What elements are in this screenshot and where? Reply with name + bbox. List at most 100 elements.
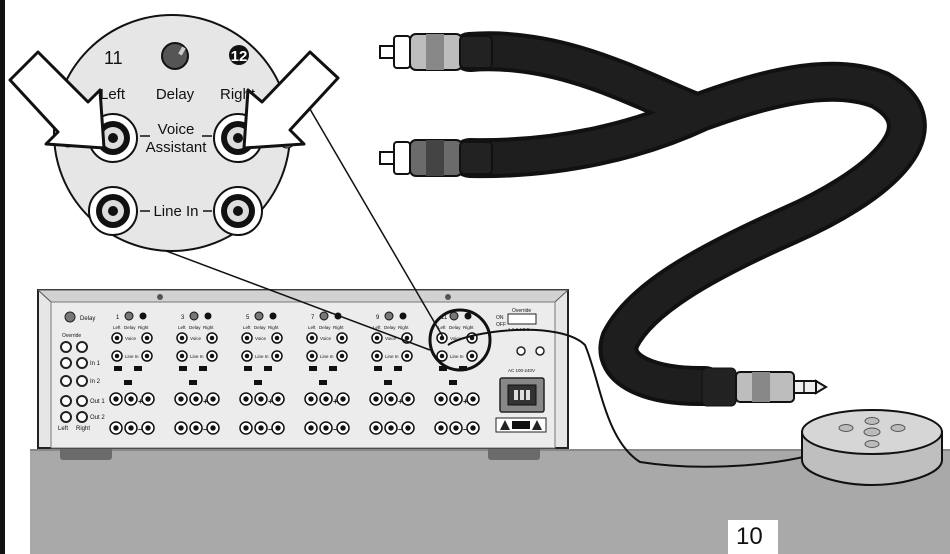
zone-voice-label: Voice (190, 336, 202, 341)
zone-delay-knob (384, 311, 394, 321)
zone-voice-left-jack-center (114, 335, 120, 341)
zone-speaker-terminal-a-center (308, 396, 314, 402)
zone-line-in-right-jack-center (404, 353, 410, 359)
panel-in1-label: In 1 (90, 361, 101, 367)
zone-right-label: Right (203, 325, 214, 330)
zone-delay-label: Delay (384, 325, 396, 330)
panel-out2-label: Out 2 (90, 415, 105, 421)
zone-voice-label: Voice (385, 336, 397, 341)
zone-speaker-terminal-f-center (210, 425, 216, 431)
zone-speaker-terminal-e-center (258, 425, 264, 431)
zone-speaker-terminal-c-center (470, 396, 476, 402)
zone-line-in-right-jack-center (209, 353, 215, 359)
zone-switch-b (264, 366, 272, 371)
zone-speaker-terminal-e-center (128, 425, 134, 431)
zone-right-label: Right (463, 325, 474, 330)
zone-switch-a (114, 366, 122, 371)
mini-plug (701, 367, 828, 407)
zone-plus-sign: + (398, 397, 403, 406)
zone-plus-sign: + (463, 397, 468, 406)
smart-speaker (801, 409, 943, 487)
zone-right-badge (139, 312, 147, 320)
zone-right-badge (464, 312, 472, 320)
zone-speaker-terminal-f-center (405, 425, 411, 431)
zone-left-label: Left (308, 325, 316, 330)
zone-delay-label: Delay (319, 325, 331, 330)
panel-delay-label: Delay (80, 316, 95, 322)
zone-minus-sign: – (268, 425, 273, 434)
zone-delay-label: Delay (124, 325, 136, 330)
audio-cable (454, 35, 923, 403)
zone-delay-knob (254, 311, 264, 321)
zone-switch-a (244, 366, 252, 371)
zone-line-in-right-jack-center (274, 353, 280, 359)
zone-voice-label: Voice (320, 336, 332, 341)
zone-line-in-right-jack-center (339, 353, 345, 359)
zone-speaker-terminal-a-center (113, 396, 119, 402)
zone-speaker-terminal-f-center (275, 425, 281, 431)
zone-speaker-terminal-c-center (275, 396, 281, 402)
zone-speaker-terminal-b-center (258, 396, 264, 402)
zone-line-in-left-jack-center (114, 353, 120, 359)
zone-minus-sign: – (463, 425, 468, 434)
zone-voice-right-jack-center (144, 335, 150, 341)
zone-speaker-terminal-a-center (438, 396, 444, 402)
rear-controls (516, 346, 545, 356)
zone-voice-left-jack-center (374, 335, 380, 341)
zone-voice-label: Voice (450, 336, 462, 341)
rca-plug-top (379, 33, 493, 71)
zone-speaker-terminal-d-center (243, 425, 249, 431)
zoom-delay-label: Delay (156, 86, 195, 103)
zone-switch-b (329, 366, 337, 371)
zone-speaker-terminal-b-center (323, 396, 329, 402)
zone-speaker-terminal-c-center (210, 396, 216, 402)
zone-delay-knob (319, 311, 329, 321)
zone-speaker-terminal-c-center (145, 396, 151, 402)
zone-line-in-label: Line In (320, 354, 334, 359)
zone-switch-a (179, 366, 187, 371)
zone-line-in-right-jack-center (144, 353, 150, 359)
zone-speaker-terminal-d-center (308, 425, 314, 431)
panel-override-label: Override (62, 333, 81, 339)
zone-speaker-terminal-a-center (373, 396, 379, 402)
shelf (30, 450, 950, 554)
zone-voice-left-jack-center (244, 335, 250, 341)
zone-voice-label: Voice (125, 336, 137, 341)
zone-switch-c (254, 380, 262, 385)
zone-voice-right-jack-center (404, 335, 410, 341)
zone-speaker-terminal-e-center (388, 425, 394, 431)
zoom-callout-line-bottom (136, 239, 431, 351)
zone-switch-b (134, 366, 142, 371)
zone-switch-a (374, 366, 382, 371)
zone-speaker-terminal-d-center (113, 425, 119, 431)
panel-in2-label: In 2 (90, 379, 101, 385)
zone-right-label: Right (268, 325, 279, 330)
zone-number-1: 1 (116, 315, 120, 321)
receiver-foot-left (60, 446, 112, 460)
zone-number-5: 5 (246, 315, 250, 321)
zone-speaker-terminal-b-center (453, 396, 459, 402)
zone-speaker-terminal-e-center (323, 425, 329, 431)
zone-plus-sign: + (203, 397, 208, 406)
zone-line-in-label: Line In (190, 354, 204, 359)
zone-number-7: 7 (311, 315, 315, 321)
zone-speaker-terminal-e-center (453, 425, 459, 431)
panel-out1-label: Out 1 (90, 399, 105, 405)
zone-line-in-left-jack-center (374, 353, 380, 359)
zone-speaker-terminal-f-center (470, 425, 476, 431)
zone-line-in-right-jack-center (469, 353, 475, 359)
zone-voice-right-jack-center (274, 335, 280, 341)
zone-switch-c (384, 380, 392, 385)
zone-right-badge (399, 312, 407, 320)
zone-minus-sign: – (203, 425, 208, 434)
zone-line-in-label: Line In (255, 354, 269, 359)
zone-switch-b (394, 366, 402, 371)
zone-speaker-terminal-a-center (178, 396, 184, 402)
zone-speaker-terminal-b-center (193, 396, 199, 402)
zone-12-badge (229, 45, 249, 65)
zone-speaker-terminal-f-center (340, 425, 346, 431)
zone-left-label: Left (113, 325, 121, 330)
panel-override-top-label: Override (512, 308, 531, 314)
zone-switch-c (189, 380, 197, 385)
highlight-circle (428, 308, 492, 372)
